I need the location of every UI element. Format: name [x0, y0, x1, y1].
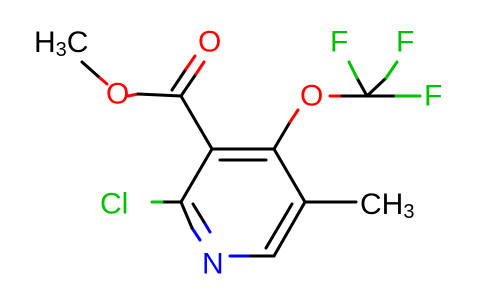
atom-methyl-ring-ch: CH: [360, 188, 403, 221]
atom-labels: H3C O O O F F F Cl N CH3: [34, 26, 442, 281]
ring-bond-n-c2-blue: [190, 226, 202, 242]
bond-o-carbonyl-red: [126, 92, 140, 98]
bond-o-carbonyl: [136, 92, 183, 98]
bond-c-f1-green: [347, 60, 359, 80]
atom-methyl-ester-c: C: [67, 26, 89, 59]
atom-methyl-ester-h: H: [34, 26, 56, 59]
bond-carbonyl-ring: [179, 94, 214, 151]
ring-bond-n-c2-inner-blue: [202, 220, 212, 234]
ring-bond-c2-c3: [179, 147, 214, 204]
ring-bond-c5-c6-inner: [264, 202, 294, 250]
bonds: [80, 54, 422, 258]
bond-ch3-o-red: [98, 76, 109, 86]
bond-c-f2: [365, 76, 388, 98]
ring-bond-c4-c5: [272, 147, 307, 204]
atom-chlorine: Cl: [100, 188, 128, 221]
ring-bond-n-c2: [179, 200, 194, 230]
atom-methyl-ester-sub: 3: [56, 39, 67, 61]
bond-ch3-o: [80, 60, 102, 80]
atom-methyl-ring: CH3: [360, 188, 414, 224]
bond-c-f2-green: [384, 60, 399, 80]
bond-c-o-double-1: [179, 72, 198, 98]
atom-ester-o-single: O: [106, 78, 129, 111]
atom-f1: F: [330, 26, 348, 59]
atom-ester-o-double: O: [198, 26, 221, 59]
bond-c4-o: [272, 120, 292, 151]
atom-ether-o: O: [300, 80, 323, 113]
bond-c-o-double-2-red: [184, 54, 197, 71]
bond-c-f1: [355, 76, 369, 98]
atom-f2: F: [396, 26, 414, 59]
ring-bond-c5-c6: [272, 200, 307, 258]
bond-c-o-double-2: [170, 67, 188, 92]
atom-f3: F: [424, 80, 442, 113]
bond-c-o-double-1-red: [194, 60, 206, 76]
atom-methyl-ring-sub: 3: [403, 201, 414, 223]
atom-nitrogen: N: [202, 248, 224, 281]
atom-methyl-ester: H3C: [34, 26, 88, 62]
bond-c4-o-red: [288, 108, 300, 124]
ring-bond-n-c2-inner: [191, 202, 206, 224]
